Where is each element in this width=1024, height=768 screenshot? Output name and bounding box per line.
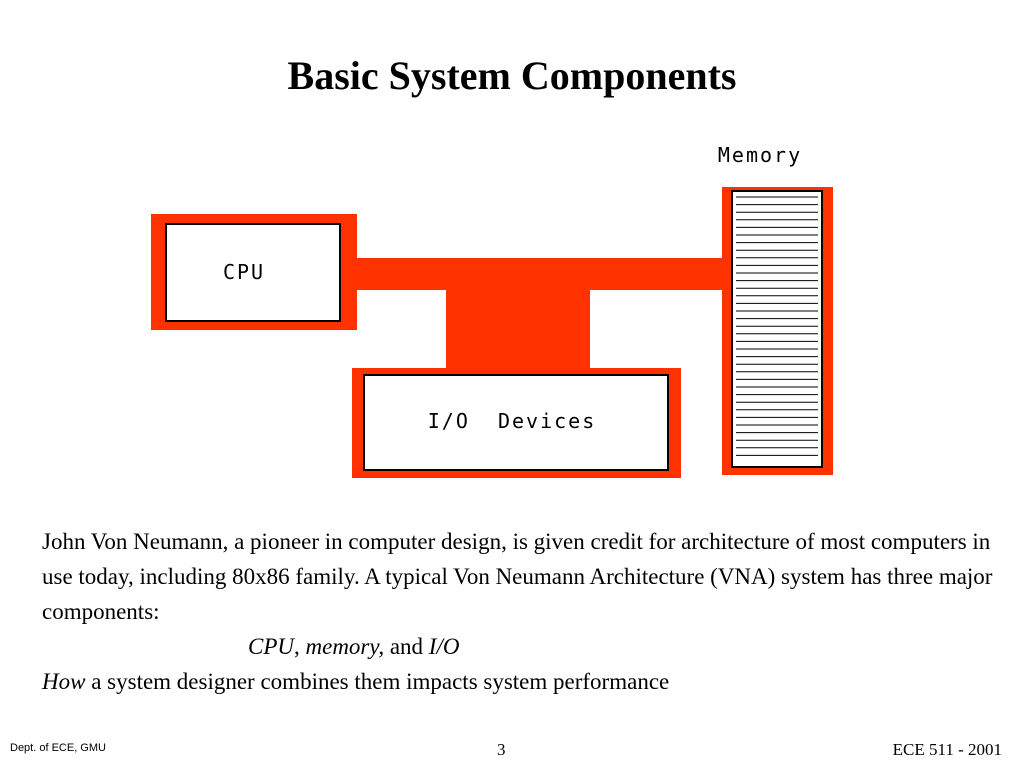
component-cpu: CPU <box>248 634 294 659</box>
cpu-label: CPU <box>223 260 265 284</box>
component-io: I/O <box>428 634 460 659</box>
performance-rest: a system designer combines them impacts … <box>85 669 670 694</box>
io-label: I/O Devices <box>428 409 597 433</box>
io-block-inner <box>363 374 669 471</box>
footer-department: Dept. of ECE, GMU <box>10 742 106 754</box>
cpu-block-inner <box>165 223 341 322</box>
intro-paragraph: John Von Neumann, a pioneer in computer … <box>42 529 993 624</box>
memory-label: Memory <box>718 143 802 167</box>
system-bus-horizontal <box>340 258 732 290</box>
how-word: How <box>42 669 86 694</box>
body-text: John Von Neumann, a pioneer in computer … <box>42 524 1002 699</box>
memory-cells <box>736 196 818 456</box>
footer-course: ECE 511 - 2001 <box>892 740 1002 759</box>
system-bus-vertical <box>446 288 590 372</box>
memory-block-inner <box>731 190 823 468</box>
component-and: and <box>384 634 429 659</box>
footer-page-number: 3 <box>497 740 506 759</box>
component-memory: memory, <box>305 634 385 659</box>
component-separator: , <box>294 634 306 659</box>
slide-title: Basic System Components <box>287 53 737 98</box>
components-line: CPU, memory, and I/O <box>42 629 1002 664</box>
performance-line: How a system designer combines them impa… <box>42 664 1002 699</box>
